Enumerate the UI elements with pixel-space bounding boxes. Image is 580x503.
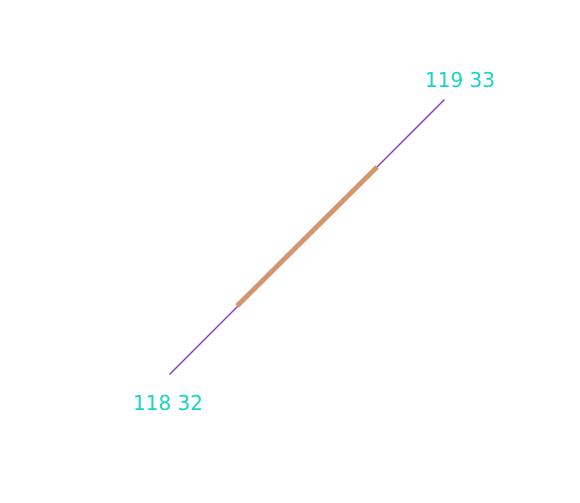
thick-highlight-segment — [235, 165, 379, 308]
start-point-label: 118 32 — [133, 391, 203, 415]
end-point-label: 119 33 — [425, 68, 495, 92]
